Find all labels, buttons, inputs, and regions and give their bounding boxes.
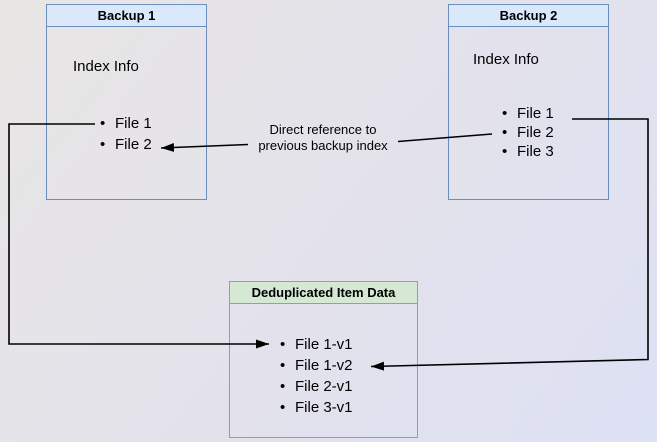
- list-item: File 1: [100, 113, 152, 134]
- annotation-line-1: Direct reference to: [269, 122, 377, 137]
- backup1-title: Backup 1: [47, 5, 206, 27]
- deduplicated-item-data-box: Deduplicated Item Data File 1-v1 File 1-…: [229, 281, 418, 438]
- list-item: File 1-v1: [280, 334, 353, 355]
- annotation-line-2: previous backup index: [258, 138, 388, 153]
- backup1-box: Backup 1 Index Info File 1 File 2: [46, 4, 207, 200]
- backup2-file-list: File 1 File 2 File 3: [502, 104, 554, 161]
- direct-reference-annotation: Direct reference to previous backup inde…: [240, 122, 406, 154]
- list-item: File 3: [502, 142, 554, 161]
- backup2-title: Backup 2: [449, 5, 608, 27]
- list-item: File 2: [502, 123, 554, 142]
- dedup-title: Deduplicated Item Data: [230, 282, 417, 304]
- backup2-index-info-label: Index Info: [473, 51, 539, 68]
- backup2-box: Backup 2 Index Info File 1 File 2 File 3: [448, 4, 609, 200]
- dedup-item-list: File 1-v1 File 1-v2 File 2-v1 File 3-v1: [280, 334, 353, 418]
- list-item: File 2: [100, 134, 152, 155]
- backup1-file-list: File 1 File 2: [100, 113, 152, 155]
- list-item: File 1: [502, 104, 554, 123]
- backup1-index-info-label: Index Info: [73, 58, 139, 75]
- list-item: File 3-v1: [280, 397, 353, 418]
- list-item: File 1-v2: [280, 355, 353, 376]
- list-item: File 2-v1: [280, 376, 353, 397]
